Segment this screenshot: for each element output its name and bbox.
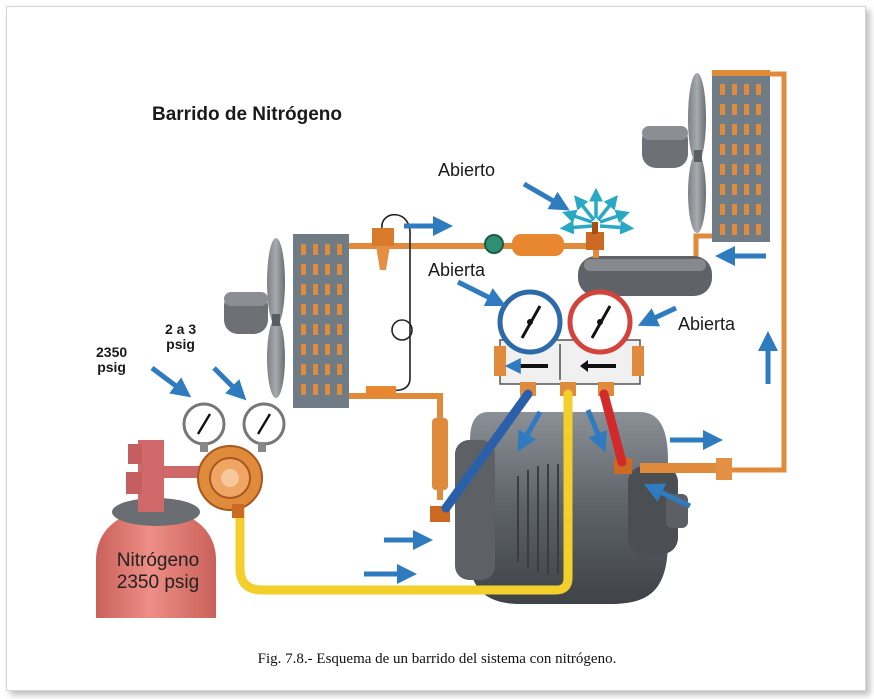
red-hose	[599, 389, 627, 467]
low-pressure-gauge	[497, 289, 563, 355]
label-open-top: Abierto	[438, 160, 496, 180]
high-pressure-regulator-gauge	[182, 402, 226, 452]
filter-drier	[512, 234, 564, 256]
service-valve-top	[586, 232, 604, 250]
figure-caption: Fig. 7.8.- Esquema de un barrido del sis…	[257, 651, 617, 667]
nitrogen-tank	[96, 440, 216, 618]
flow-arrows	[150, 181, 778, 584]
diagram-title: Barrido de Nitrógeno	[152, 104, 343, 125]
receiver-tank	[578, 256, 712, 296]
sight-glass	[484, 234, 504, 254]
vent-burst-arrows	[559, 187, 635, 235]
label-pressure-high: 2350 psig	[96, 344, 128, 375]
left-evaporator-coil	[293, 234, 349, 408]
low-pressure-regulator-gauge	[242, 402, 286, 452]
label-pressure-low: 2 a 3 psig	[165, 321, 197, 352]
right-condenser-coil	[712, 70, 770, 242]
label-open-left: Abierta	[428, 260, 486, 280]
yellow-hose	[235, 389, 573, 595]
pressure-regulator	[197, 445, 263, 518]
suction-line	[349, 393, 443, 500]
expansion-valve	[372, 213, 413, 392]
manifold-gauge-set	[494, 289, 644, 396]
high-pressure-gauge	[567, 289, 633, 355]
left-fan	[224, 238, 285, 398]
right-fan	[642, 73, 706, 233]
tank-label: Nitrógeno 2350 psig	[116, 550, 200, 593]
discharge-line	[693, 71, 787, 473]
label-open-right: Abierta	[678, 314, 736, 334]
blue-hose	[441, 389, 533, 513]
